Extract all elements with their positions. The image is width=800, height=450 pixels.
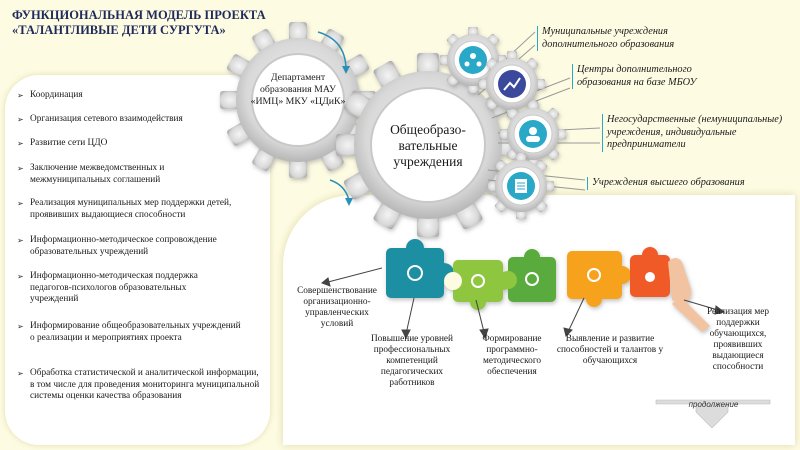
- task-item: Информационно-методическая поддержка пед…: [17, 271, 225, 306]
- puzzle-piece: [630, 247, 670, 297]
- task-item: Организация сетевого взаимодействия: [17, 114, 262, 126]
- arrow-head-icon: [345, 198, 353, 206]
- institution-label: Учреждения высшего образования: [587, 177, 782, 190]
- task-item: Обработка статистической и аналитической…: [17, 368, 262, 403]
- schools-label: Общеобразо-вательные учреждения: [390, 122, 466, 169]
- result-arrows: [321, 267, 726, 340]
- department-label: Департамент образования МАУ «ИМЦ» МКУ «Ц…: [250, 72, 346, 107]
- puzzle-piece: [499, 249, 556, 302]
- result-label: Формирование программно-методического об…: [482, 334, 542, 377]
- institution-label: Центры дополнительного образования на ба…: [572, 64, 747, 89]
- task-item: Информирование общеобразовательных учреж…: [17, 321, 245, 344]
- result-label: Повышение уровней профессиональных компе…: [370, 334, 454, 388]
- task-item: Заключение межведомственных и межмуницип…: [17, 163, 205, 186]
- task-item: Реализация муниципальных мер поддержки д…: [17, 198, 262, 221]
- result-label: Выявление и развитие способностей и тала…: [556, 334, 664, 366]
- institution-gear: [440, 27, 506, 93]
- curved-arrow-icon: [329, 179, 350, 201]
- page-title: ФУНКЦИОНАЛЬНАЯ МОДЕЛЬ ПРОЕКТА «ТАЛАНТЛИВ…: [12, 8, 266, 37]
- puzzle-piece: [386, 239, 454, 298]
- institution-gear: [500, 101, 566, 167]
- arrow-head-icon: [342, 66, 350, 74]
- continue-arrow-icon: [655, 399, 771, 429]
- institution-gear: [479, 51, 545, 117]
- institution-gear: [488, 153, 554, 219]
- continue-button[interactable]: продолжение: [688, 400, 739, 409]
- institution-label: Муниципальные учреждения дополнительного…: [537, 26, 742, 51]
- puzzle-piece: [567, 251, 631, 307]
- hand-icon: [668, 258, 710, 332]
- result-label: Совершенствование организационно-управле…: [297, 286, 377, 329]
- institution-label: Негосударственные (немуниципальные) учре…: [602, 114, 797, 152]
- puzzle-chain: [386, 239, 710, 332]
- result-label: Реализация мер поддержки обучающихся, пр…: [706, 307, 770, 372]
- curved-arrow-icon: [317, 31, 347, 69]
- task-item: Развитие сети ЦДО: [17, 138, 262, 150]
- department-gear: [220, 22, 376, 178]
- task-item: Информационно-методическое сопровождение…: [17, 235, 262, 258]
- task-item: Координация: [17, 90, 262, 102]
